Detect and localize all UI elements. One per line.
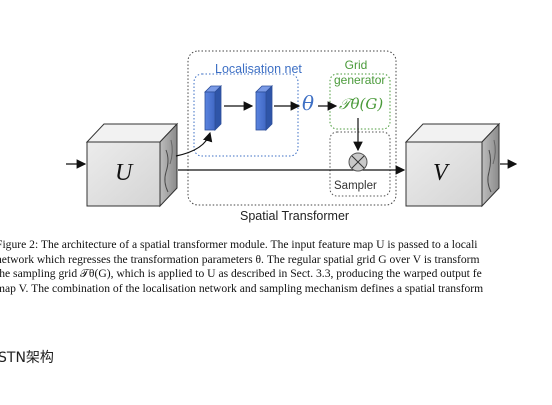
u-to-localisation-arrow xyxy=(175,131,213,157)
caption-line-1: Figure 2: The architecture of a spatial … xyxy=(0,238,478,251)
sampler-node-icon xyxy=(348,152,368,172)
localisation-net-label: Localisation net xyxy=(215,62,302,76)
localisation-net-box xyxy=(193,73,299,157)
spatial-transformer-label: Spatial Transformer xyxy=(240,209,350,223)
output-feature-map-cube xyxy=(404,122,501,208)
caption-line-3: the sampling grid 𝒯θ(G), which is applie… xyxy=(0,267,482,281)
input-symbol: U xyxy=(115,160,133,186)
grid-generator-label-line1: Grid xyxy=(344,58,368,72)
caption-line-4: map V. The combination of the localisati… xyxy=(0,281,484,295)
input-feature-map-cube xyxy=(85,122,179,208)
localisation-layer-2 xyxy=(255,85,273,131)
stn-diagram: Localisation net Grid generator θ 𝒯θ(G) … xyxy=(66,50,518,223)
caption-line-2: network which regresses the transformati… xyxy=(0,252,480,266)
section-note: STN架构 xyxy=(0,350,54,366)
figure-caption: Figure 2: The architecture of a spatial … xyxy=(0,238,552,296)
spatial-transformer-box xyxy=(187,50,397,206)
theta-symbol: θ xyxy=(302,91,315,115)
transform-grid-symbol: 𝒯θ(G) xyxy=(339,95,384,113)
grid-generator-label: Grid generator xyxy=(334,58,386,88)
localisation-layer-1 xyxy=(204,85,222,131)
sampler-label: Sampler xyxy=(334,180,377,192)
output-symbol: V xyxy=(433,160,448,186)
grid-generator-label-line2: generator xyxy=(334,73,386,87)
sampler-box xyxy=(329,131,391,197)
